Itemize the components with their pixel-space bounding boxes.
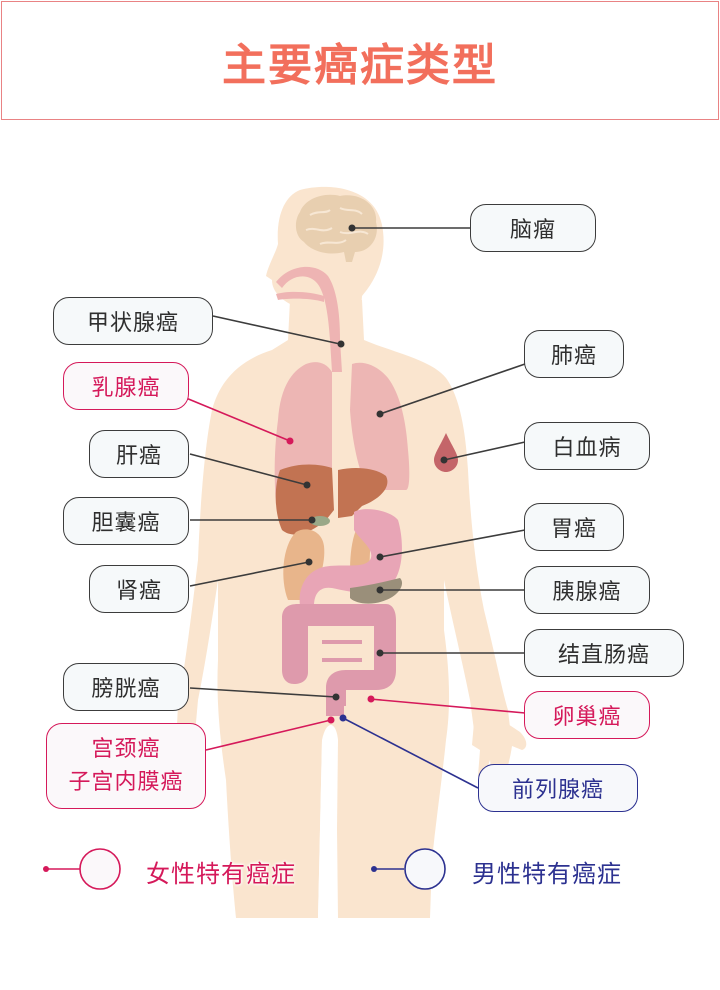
label-ovarian-cancer: 卵巢癌 bbox=[524, 691, 650, 739]
label-liver-cancer: 肝癌 bbox=[89, 430, 189, 478]
label-breast-text: 乳腺癌 bbox=[91, 376, 161, 401]
leader-dots-male bbox=[339, 714, 377, 872]
label-cervical-endometrial-cancer: 宫颈癌 子宫内膜癌 bbox=[46, 723, 206, 809]
legend-female-circle-icon bbox=[79, 848, 121, 890]
stomach-organ bbox=[299, 509, 402, 606]
label-gallbladder-cancer: 胆囊癌 bbox=[63, 497, 189, 545]
pancreas-organ bbox=[350, 578, 403, 604]
label-thyroid-cancer: 甲状腺癌 bbox=[53, 297, 213, 345]
label-prostate-cancer: 前列腺癌 bbox=[478, 764, 638, 812]
brain-organ bbox=[295, 194, 377, 262]
leader-lines-male bbox=[342, 717, 479, 870]
label-pancreatic-cancer: 胰腺癌 bbox=[524, 566, 650, 614]
label-endometrial-text: 子宫内膜癌 bbox=[68, 770, 184, 795]
label-leukemia-text: 白血病 bbox=[552, 436, 622, 461]
label-colorectal-cancer: 结直肠癌 bbox=[524, 629, 684, 677]
label-kidney-text: 肾癌 bbox=[115, 579, 162, 604]
leader-dots-female bbox=[43, 437, 375, 872]
label-pancreas-text: 胰腺癌 bbox=[552, 580, 622, 605]
label-prostate-text: 前列腺癌 bbox=[511, 778, 604, 803]
page-title: 主要癌症类型 bbox=[222, 39, 498, 91]
leader-lines-female bbox=[46, 397, 526, 870]
legend-male-circle-icon bbox=[404, 848, 446, 890]
label-bladder-text: 膀胱癌 bbox=[91, 677, 161, 702]
label-breast-cancer: 乳腺癌 bbox=[63, 362, 189, 410]
intestines-organ bbox=[282, 604, 396, 716]
label-colorectal-text: 结直肠癌 bbox=[557, 643, 650, 668]
label-stomach-cancer: 胃癌 bbox=[524, 503, 624, 551]
label-stomach-text: 胃癌 bbox=[550, 517, 597, 542]
title-banner: 主要癌症类型 bbox=[1, 1, 719, 120]
legend-female-text: 女性特有癌症 bbox=[146, 860, 296, 888]
label-kidney-cancer: 肾癌 bbox=[89, 565, 189, 613]
label-brain-tumor: 脑瘤 bbox=[470, 204, 596, 252]
label-brain-text: 脑瘤 bbox=[509, 218, 556, 243]
trachea-organ bbox=[276, 266, 342, 372]
label-ovary-text: 卵巢癌 bbox=[552, 705, 622, 730]
label-liver-text: 肝癌 bbox=[115, 444, 162, 469]
leader-lines-general bbox=[189, 227, 526, 698]
label-gallbladder-text: 胆囊癌 bbox=[91, 511, 161, 536]
legend-male-text: 男性特有癌症 bbox=[472, 860, 622, 888]
liver-organ bbox=[275, 464, 388, 535]
label-leukemia: 白血病 bbox=[524, 422, 650, 470]
label-lung-cancer: 肺癌 bbox=[524, 330, 624, 378]
label-bladder-cancer: 膀胱癌 bbox=[63, 663, 189, 711]
label-cervical-text: 宫颈癌 bbox=[91, 737, 161, 762]
leader-dots-general bbox=[303, 224, 448, 701]
label-lung-text: 肺癌 bbox=[550, 344, 597, 369]
blood-drop-icon bbox=[434, 433, 458, 472]
label-thyroid-text: 甲状腺癌 bbox=[86, 311, 179, 336]
